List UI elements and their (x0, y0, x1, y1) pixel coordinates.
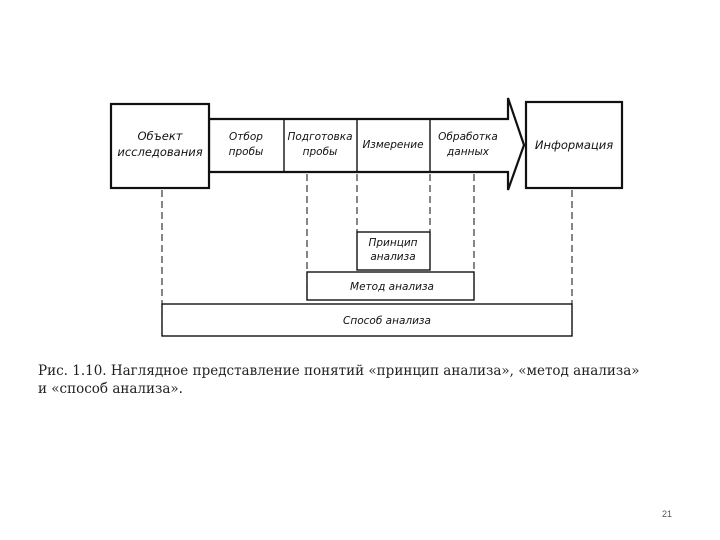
caption-line-1: Рис. 1.10. Наглядное представление понят… (38, 363, 640, 379)
step-sampling-line2: пробы (229, 146, 264, 158)
method-box (306, 271, 475, 301)
object-label-line1: Объект (138, 129, 183, 143)
step-sampling-line1: Отбор (229, 131, 263, 143)
principle-box (356, 231, 431, 271)
method-label: Метод анализа (350, 281, 434, 293)
step-preparation-line1: Подготовка (287, 131, 352, 143)
information-label: Информация (535, 138, 613, 152)
principle-label-line1: Принцип (368, 237, 417, 249)
object-box (109, 102, 211, 190)
information-box (524, 100, 624, 190)
page-number: 21 (662, 509, 673, 519)
principle-label-line2: анализа (370, 251, 415, 263)
step-preparation-line2: пробы (303, 146, 338, 158)
way-label: Способ анализа (343, 315, 431, 327)
step-processing-line1: Обработка (438, 131, 498, 143)
way-box (161, 303, 573, 337)
step-measurement: Измерение (362, 139, 423, 151)
caption-line-2: и «способ анализа». (38, 381, 183, 397)
object-label-line2: исследования (117, 145, 202, 159)
process-arrow (207, 97, 526, 191)
figure-caption: Рис. 1.10. Наглядное представление понят… (38, 362, 688, 398)
step-processing-line2: данных (446, 146, 490, 158)
